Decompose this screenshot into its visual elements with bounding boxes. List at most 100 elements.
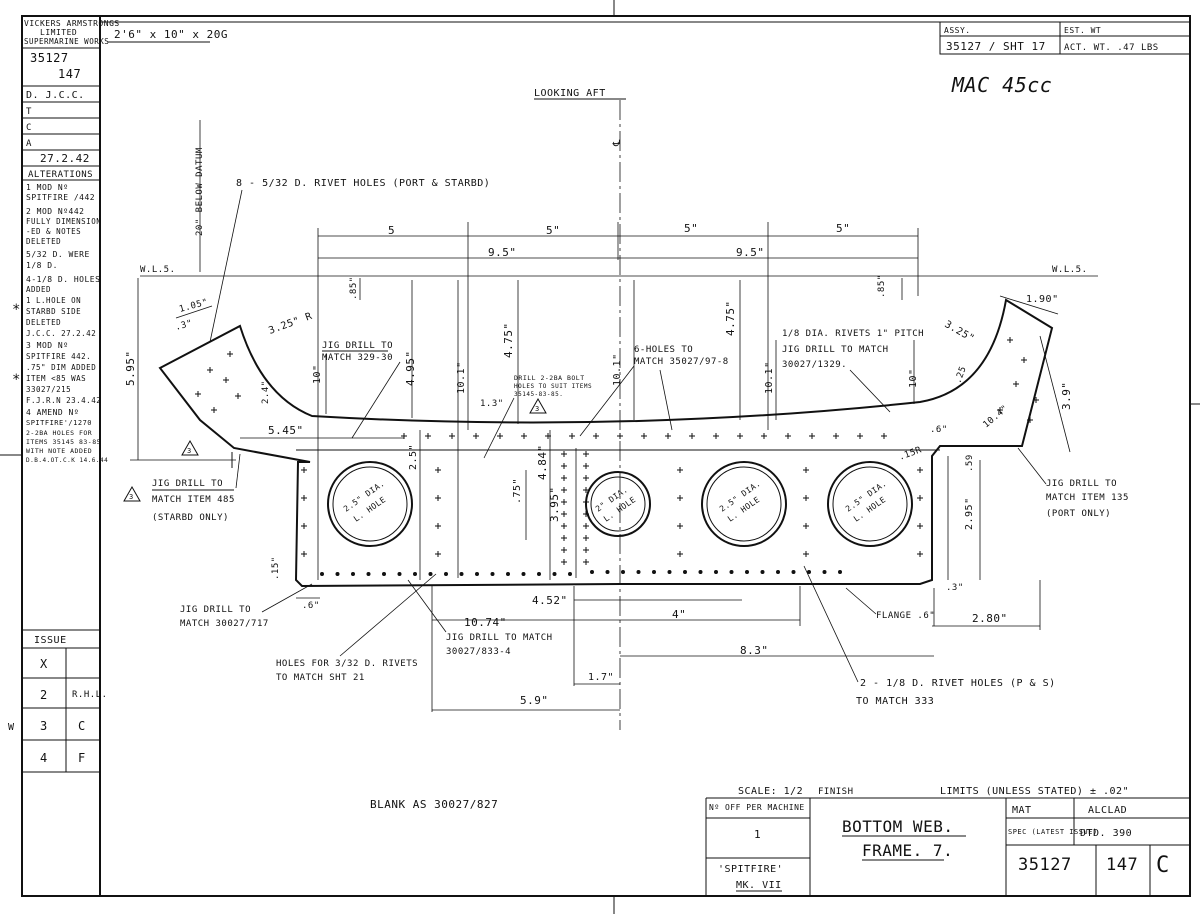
rivet-mark bbox=[382, 572, 386, 576]
rivet-mark bbox=[301, 551, 307, 557]
rivet-mark bbox=[561, 451, 567, 457]
rivet-mark bbox=[449, 433, 455, 439]
note-rivet-holes: 8 - 5/32 D. RIVET HOLES (PORT & STARBD) bbox=[236, 178, 490, 189]
alteration-line: 1 L.HOLE ON bbox=[26, 296, 81, 305]
rivet-mark bbox=[667, 570, 672, 574]
rivet-mark bbox=[583, 547, 589, 553]
rivet-mark bbox=[917, 523, 923, 529]
asterisk-mark: * bbox=[12, 372, 21, 388]
title-block: SCALE: 1/2 FINISH LIMITS (UNLESS STATED)… bbox=[705, 786, 1190, 896]
rivet-mark bbox=[320, 572, 324, 576]
rivet-mark bbox=[428, 572, 433, 576]
note-line: TO MATCH 333 bbox=[856, 696, 934, 707]
dimension-label: 5" bbox=[684, 222, 698, 235]
issue-mark: 4 bbox=[40, 751, 48, 765]
rivet-mark bbox=[745, 570, 749, 574]
rivet-mark bbox=[195, 391, 201, 397]
rivet-mark bbox=[435, 467, 441, 473]
rivet-mark bbox=[1021, 357, 1027, 363]
issue-mark: 3 bbox=[40, 719, 48, 733]
rivet-mark bbox=[803, 495, 809, 501]
lightening-hole bbox=[327, 461, 413, 547]
rivet-mark bbox=[435, 523, 441, 529]
dimension-label: .85" bbox=[877, 274, 887, 298]
rivet-mark bbox=[785, 433, 791, 439]
rivet-mark bbox=[235, 393, 241, 399]
note-line: JIG DRILL TO MATCH bbox=[782, 345, 889, 355]
spec-value: DTD. 390 bbox=[1080, 828, 1132, 839]
dimension-label: .15" bbox=[271, 556, 281, 580]
rivet-mark bbox=[677, 467, 683, 473]
rivet-mark bbox=[506, 572, 510, 576]
alteration-line: SPITFIRE 442. bbox=[26, 352, 91, 361]
dimension-label: 4.75" bbox=[502, 322, 515, 358]
dimension-label: 10" bbox=[908, 368, 919, 388]
note-line: HOLES TO SUIT ITEMS bbox=[514, 383, 592, 390]
rivet-mark bbox=[459, 572, 464, 576]
dimension-label: 1.90" bbox=[1026, 294, 1059, 305]
rivet-mark bbox=[833, 433, 839, 439]
note-line: 35145-83-85. bbox=[514, 391, 563, 398]
dimension-label: 5" bbox=[836, 222, 850, 235]
note-line: HOLES FOR 3/32 D. RIVETS bbox=[276, 659, 418, 669]
dimension-labels: 5 5" 5" 5" 9.5" 9.5" .85" .85" 1.05" .3"… bbox=[124, 222, 1073, 707]
rivet-mark bbox=[857, 433, 863, 439]
left-drawing-number: 35127 bbox=[30, 51, 69, 65]
dimension-label: .3" bbox=[174, 319, 194, 333]
approved-by: A bbox=[26, 139, 32, 149]
rivet-mark bbox=[366, 572, 371, 576]
drawing-date: 27.2.42 bbox=[40, 152, 90, 165]
rivet-mark bbox=[569, 433, 575, 439]
alteration-line: FULLY DIMENSION bbox=[26, 217, 101, 226]
rivet-mark bbox=[521, 433, 527, 439]
note-line: TO MATCH SHT 21 bbox=[276, 673, 365, 683]
rivet-mark bbox=[605, 570, 610, 574]
dimension-label: 10" bbox=[312, 364, 323, 384]
dimension-label: 3.9" bbox=[1060, 382, 1073, 411]
dimension-lines bbox=[130, 222, 1071, 712]
dimension-label: 9.5" bbox=[488, 246, 517, 259]
no-off-value: 1 bbox=[754, 828, 761, 841]
rivet-mark bbox=[677, 523, 683, 529]
dimension-label: 4.52" bbox=[532, 594, 568, 607]
part-title-line2: FRAME. 7. bbox=[862, 841, 953, 860]
traced-by: T bbox=[26, 107, 32, 117]
spec-label: SPEC (LATEST ISSUE) bbox=[1008, 828, 1098, 836]
rivet-mark bbox=[641, 433, 647, 439]
rivet-mark bbox=[583, 523, 589, 529]
rivet-mark bbox=[561, 463, 567, 469]
rivet-mark bbox=[803, 523, 809, 529]
rivet-mark bbox=[223, 377, 229, 383]
alteration-line: 4 AMEND Nº bbox=[26, 408, 79, 417]
dimension-label: .59 bbox=[965, 454, 975, 472]
rivet-mark bbox=[583, 535, 589, 541]
alteration-line: -ED & NOTES bbox=[26, 227, 81, 236]
dimension-label: 3.95" bbox=[548, 486, 561, 522]
mat-value: ALCLAD bbox=[1088, 805, 1127, 816]
dimension-label: 2.80" bbox=[972, 612, 1008, 625]
dimension-label: .85" bbox=[349, 276, 359, 300]
dimension-label: .75" bbox=[512, 478, 523, 504]
note-line: 1/8 DIA. RIVETS 1" PITCH bbox=[782, 329, 924, 339]
revision-triangle-number: 3 bbox=[187, 447, 192, 455]
rivet-mark bbox=[583, 463, 589, 469]
rivet-mark bbox=[803, 551, 809, 557]
rivet-mark bbox=[561, 511, 567, 517]
alteration-line: 2-2BA HOLES FOR bbox=[26, 429, 92, 437]
rivet-mark bbox=[568, 572, 572, 576]
company-line: LIMITED bbox=[40, 28, 77, 37]
rivet-mark bbox=[583, 559, 589, 565]
dimension-label: .6" bbox=[930, 425, 948, 435]
rivet-mark bbox=[497, 433, 503, 439]
dimension-label: 4.75" bbox=[724, 300, 737, 336]
dimension-label: 5.45" bbox=[268, 424, 304, 437]
rivet-mark bbox=[561, 559, 567, 565]
note-line: DRILL 2-2BA BOLT bbox=[514, 374, 585, 382]
rivet-mark bbox=[561, 523, 567, 529]
rivet-mark bbox=[791, 570, 796, 574]
note-line: JIG DRILL TO bbox=[180, 605, 251, 615]
note-line: 30027/1329. bbox=[782, 360, 847, 370]
limits-label: LIMITS (UNLESS STATED) ± .02" bbox=[940, 786, 1129, 797]
rivet-mark bbox=[583, 511, 589, 517]
rivet-mark bbox=[617, 433, 623, 439]
